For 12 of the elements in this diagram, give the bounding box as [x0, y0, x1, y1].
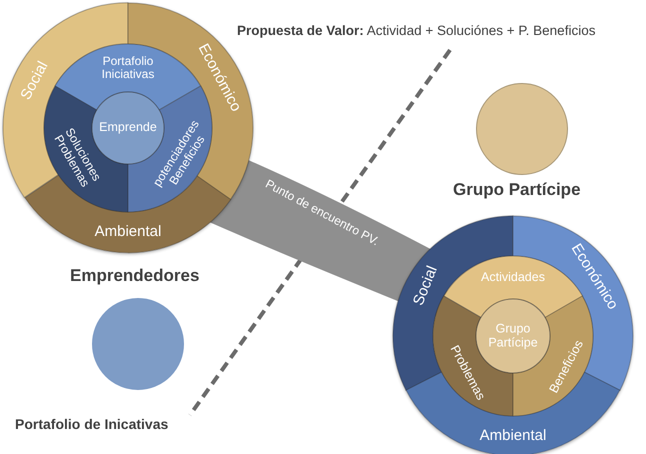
value-proposition-note: Propuesta de Valor: Actividad + Soluciónes + P. Beneficios: [237, 23, 596, 38]
segment-label: Portafolio Iniciativas: [100, 54, 156, 82]
wheel-diagram: [393, 216, 633, 454]
segment-label: Ambiental: [94, 224, 162, 240]
center-label: Grupo Partícipe: [487, 322, 539, 350]
group-heading: Grupo Partícipe: [453, 180, 581, 200]
segment-label: Ambiental: [480, 428, 546, 444]
group-heading: Portafolio de Inicativas: [15, 416, 168, 432]
segment-label: Social: [411, 264, 442, 308]
group-heading: Emprendedores: [70, 266, 200, 286]
center-label: Emprende: [99, 121, 157, 134]
segment-label: Actividades: [481, 271, 545, 285]
